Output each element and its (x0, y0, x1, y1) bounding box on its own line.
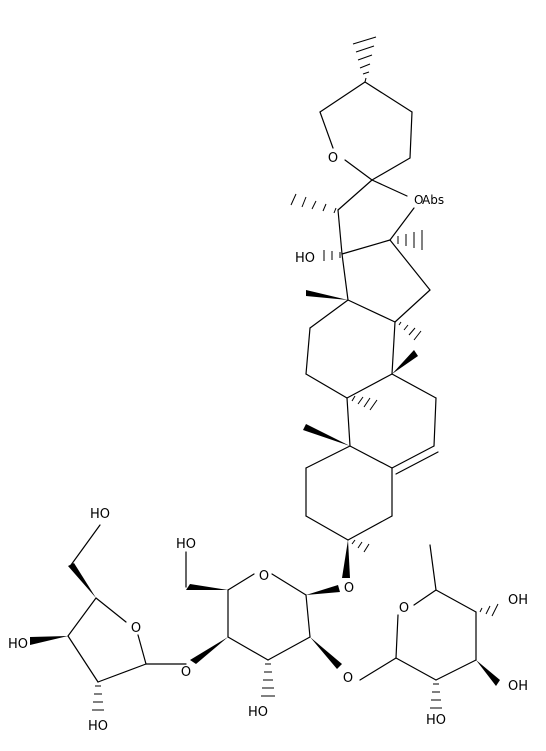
central-glucose-ring (227, 573, 311, 661)
glc-c4-oxygen-wedge (190, 637, 228, 664)
ara-c2-hydroxyl-hashed (92, 685, 104, 711)
rhamnose-c2-hydroxyl-label: HO (426, 713, 446, 728)
arabinose-c5-hydroxyl-label: HO (90, 507, 110, 522)
arabinose-c2-hydroxyl-label: HO (88, 719, 108, 734)
arabinose-ring-oxygen-label: O (131, 621, 141, 636)
rhamnose-c4-hydroxyl-label: OH (508, 593, 528, 608)
ring-b (346, 373, 439, 475)
rha-c4-hydroxyl-hashed (479, 603, 499, 617)
ring-d (341, 239, 431, 323)
c16-hydrogen-hashed (397, 230, 423, 250)
glucose-c3-hydroxyl-label: HO (248, 705, 268, 720)
ring-c (305, 299, 396, 399)
c14-hydrogen-hashed (398, 321, 422, 341)
c8-hydrogen-wedge (392, 350, 418, 374)
ring-f-oxygen-label: O (328, 151, 338, 166)
arabinose-c3-hydroxyl-label: HO (8, 637, 28, 652)
c9-hydrogen-hashed (351, 395, 378, 411)
rha-c3-hydroxyl-wedge (476, 660, 500, 686)
c17-hydroxyl-hashed (323, 250, 341, 261)
ring-e-oxygen-label: O (414, 193, 423, 207)
glucose-c2-oxygen-label: O (343, 671, 353, 686)
rhamnose-ring-oxygen-label: O (399, 601, 409, 616)
rhamnose-methyl (429, 544, 437, 591)
arabinofuranose-ring (67, 597, 187, 683)
glc-c3-hydroxyl-hashed (261, 663, 275, 697)
ring-e-tetrahydrofuran (337, 179, 415, 255)
c18-methyl-wedge (306, 290, 348, 300)
glycosidic-oxygen-label: O (344, 581, 354, 596)
c3-oxygen-wedge (342, 540, 350, 578)
ara-c3-hydroxyl-wedge (30, 636, 68, 645)
anomeric-bond-wedge (306, 585, 340, 595)
c17-hydroxyl-label: HO (295, 251, 315, 266)
ara-c5-wedge (68, 563, 96, 598)
rhamnose-ring (359, 589, 477, 681)
rha-c2-hydroxyl-hashed (430, 683, 442, 709)
glucose-c4-oxygen-label: O (181, 665, 191, 680)
ara-c5-bond (70, 524, 101, 566)
glucose-c6-hydroxyl-label: HO (176, 537, 196, 552)
c21-methyl-hashed (290, 193, 337, 214)
glc-c2-oxygen-wedge (310, 637, 342, 669)
c25-methyl-hashed (352, 36, 377, 83)
c19-methyl-wedge (303, 424, 350, 446)
ring-f-tetrahydropyran (319, 81, 413, 181)
ring-a (305, 445, 393, 541)
c6-wedge (186, 584, 228, 590)
glucose-ring-oxygen-label: O (259, 569, 269, 584)
c3-hydrogen-hashed (351, 539, 370, 553)
abs-stereo-label: Abs (422, 193, 444, 207)
rhamnose-c3-hydroxyl-label: OH (508, 679, 528, 694)
